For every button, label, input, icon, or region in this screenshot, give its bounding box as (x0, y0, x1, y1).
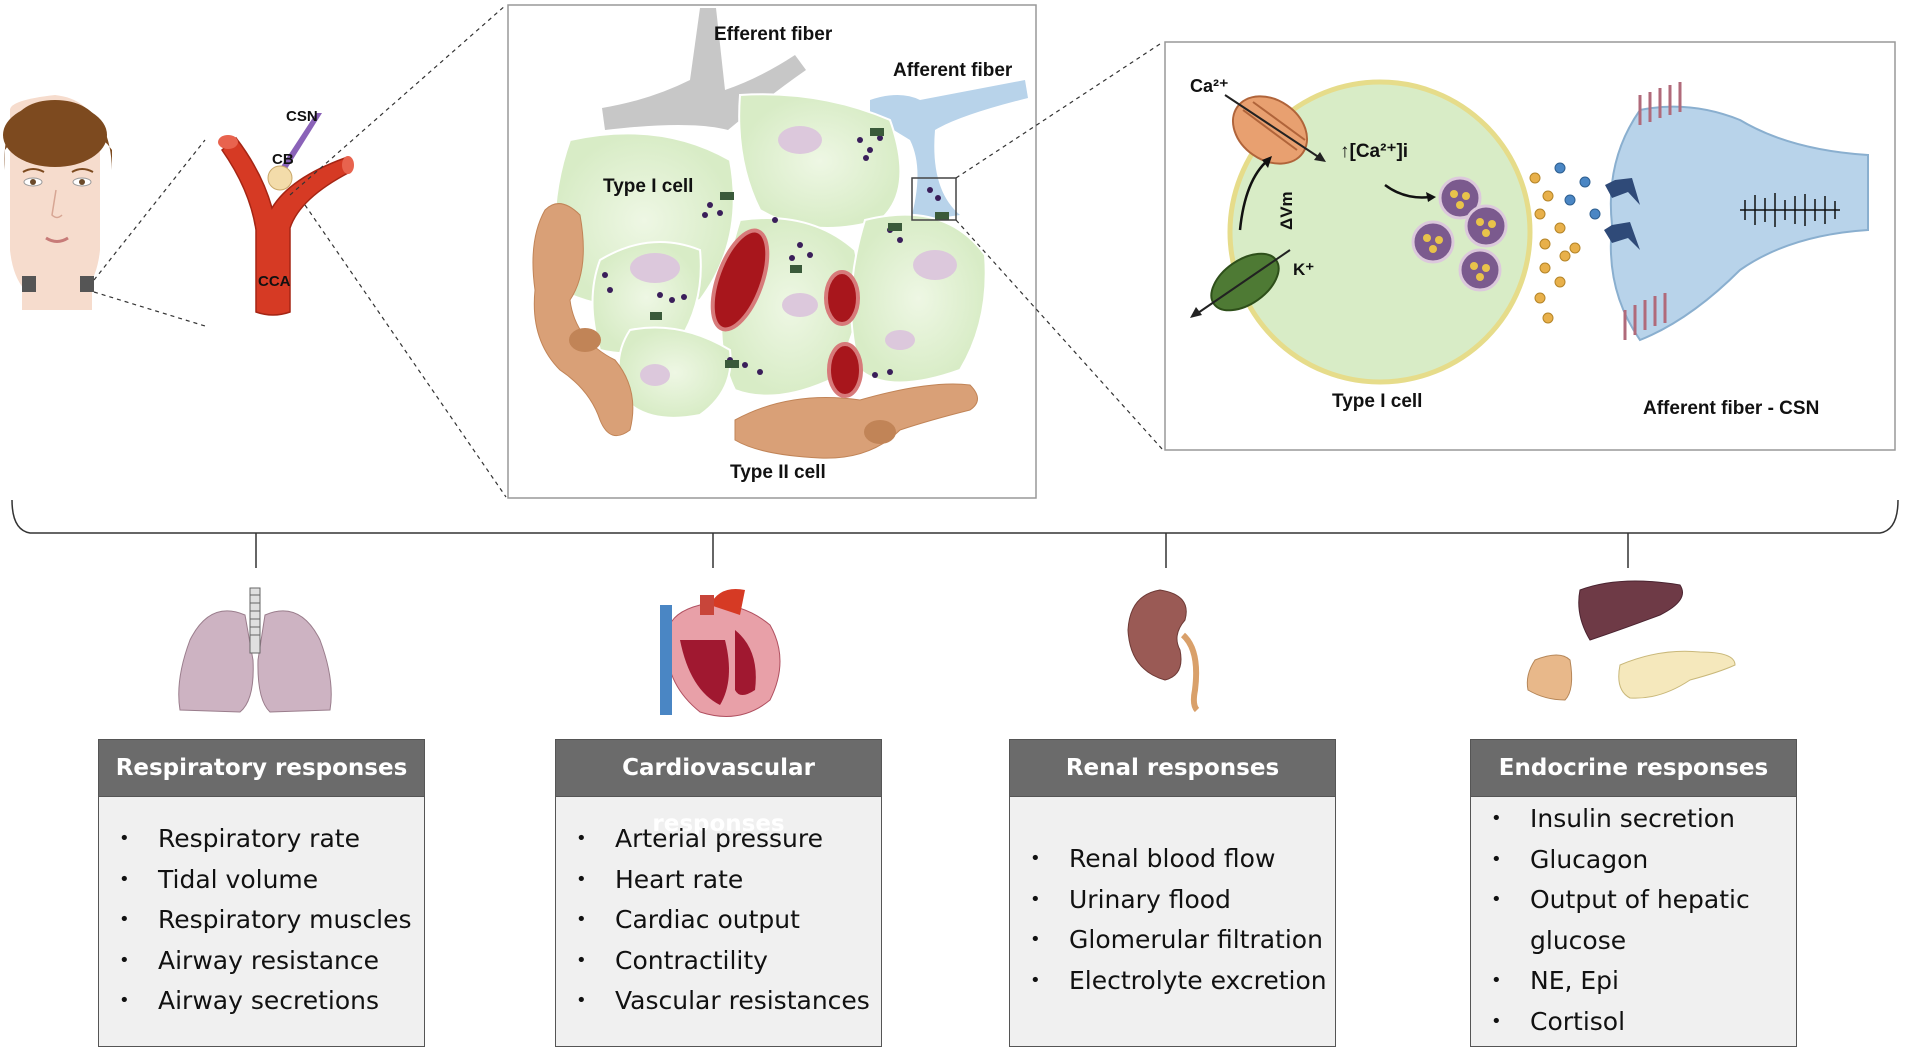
list-item: •Tidal volume (119, 864, 319, 894)
afferent-terminal (1604, 82, 1869, 342)
cardiovascular-responses-box: Cardiovascular responses •Arterial press… (555, 739, 882, 1047)
type2-cell-label: Type II cell (730, 462, 826, 483)
cca-label: CCA (258, 273, 291, 290)
list-item: •Contractility (576, 945, 768, 975)
afferent-fiber-label: Afferent fiber (893, 60, 1013, 81)
heart-icon (660, 589, 781, 717)
type1-cell-zoom (1190, 79, 1533, 385)
liver-icon (1578, 580, 1683, 641)
respiratory-responses-title: Respiratory responses (99, 740, 424, 797)
endocrine-responses-title: Endocrine responses (1471, 740, 1796, 797)
bracket-connector (11, 499, 1899, 568)
k-ion-label: K⁺ (1293, 260, 1314, 279)
delta-vm-label: ΔVm (1277, 191, 1296, 230)
zoom-box (911, 177, 957, 221)
list-item: •Respiratory muscles (119, 905, 412, 934)
cb-label: CB (272, 151, 294, 168)
renal-responses-title: Renal responses (1010, 740, 1335, 797)
carotid-artery-icon (218, 113, 354, 316)
cardiovascular-responses-title: Cardiovascular responses (556, 740, 881, 837)
list-item: •Airway secretions (119, 986, 380, 1015)
list-item: •Urinary flood (1030, 884, 1231, 914)
list-item: •Arterial pressure (576, 824, 823, 853)
efferent-fiber-label: Efferent fiber (714, 24, 833, 45)
respiratory-responses-box: Respiratory responses •Respiratory rate … (98, 739, 425, 1047)
ca-channel-icon (1224, 94, 1326, 165)
list-item: •NE, Epi (1491, 966, 1620, 995)
vm-arrow (1238, 159, 1269, 231)
k-channel-icon (1190, 249, 1291, 318)
list-item: •Airway resistance (119, 945, 380, 975)
carotid-body-tissue (532, 8, 1028, 459)
list-item: •Heart rate (576, 864, 744, 894)
ca-intracellular-label: ↑[Ca²⁺]i (1340, 141, 1408, 162)
list-item: •Cardiac output (576, 905, 800, 934)
type1-cell-label: Type I cell (603, 176, 693, 197)
pancreas-icon (1618, 650, 1736, 699)
list-item: •Output of hepatic glucose (1491, 885, 1750, 955)
list-item: •Renal blood flow (1030, 844, 1276, 873)
list-item: •Vascular resistances (576, 986, 870, 1015)
csn-label: CSN (286, 108, 318, 125)
list-item: •Insulin secretion (1491, 804, 1735, 833)
endocrine-responses-box: Endocrine responses •Insulin secretion •… (1470, 739, 1797, 1047)
adrenal-gland-icon (1526, 654, 1573, 701)
list-item: •Glomerular filtration (1030, 925, 1323, 954)
list-item: •Glucagon (1491, 844, 1649, 874)
face-icon (3, 95, 112, 310)
list-item: •Cortisol (1491, 1006, 1626, 1036)
ca-ion-label: Ca²⁺ (1190, 76, 1229, 96)
neurotransmitters (1529, 162, 1601, 324)
afferent-csn-label: Afferent fiber - CSN (1643, 398, 1819, 419)
kidney-icon (1127, 589, 1200, 713)
lungs-icon (178, 587, 332, 713)
renal-responses-box: Renal responses •Renal blood flow •Urina… (1009, 739, 1336, 1047)
type1-cell-zoom-label: Type I cell (1332, 391, 1422, 412)
list-item: •Electrolyte excretion (1030, 965, 1327, 995)
vesicle-cluster (1411, 176, 1508, 292)
list-item: •Respiratory rate (119, 824, 360, 853)
